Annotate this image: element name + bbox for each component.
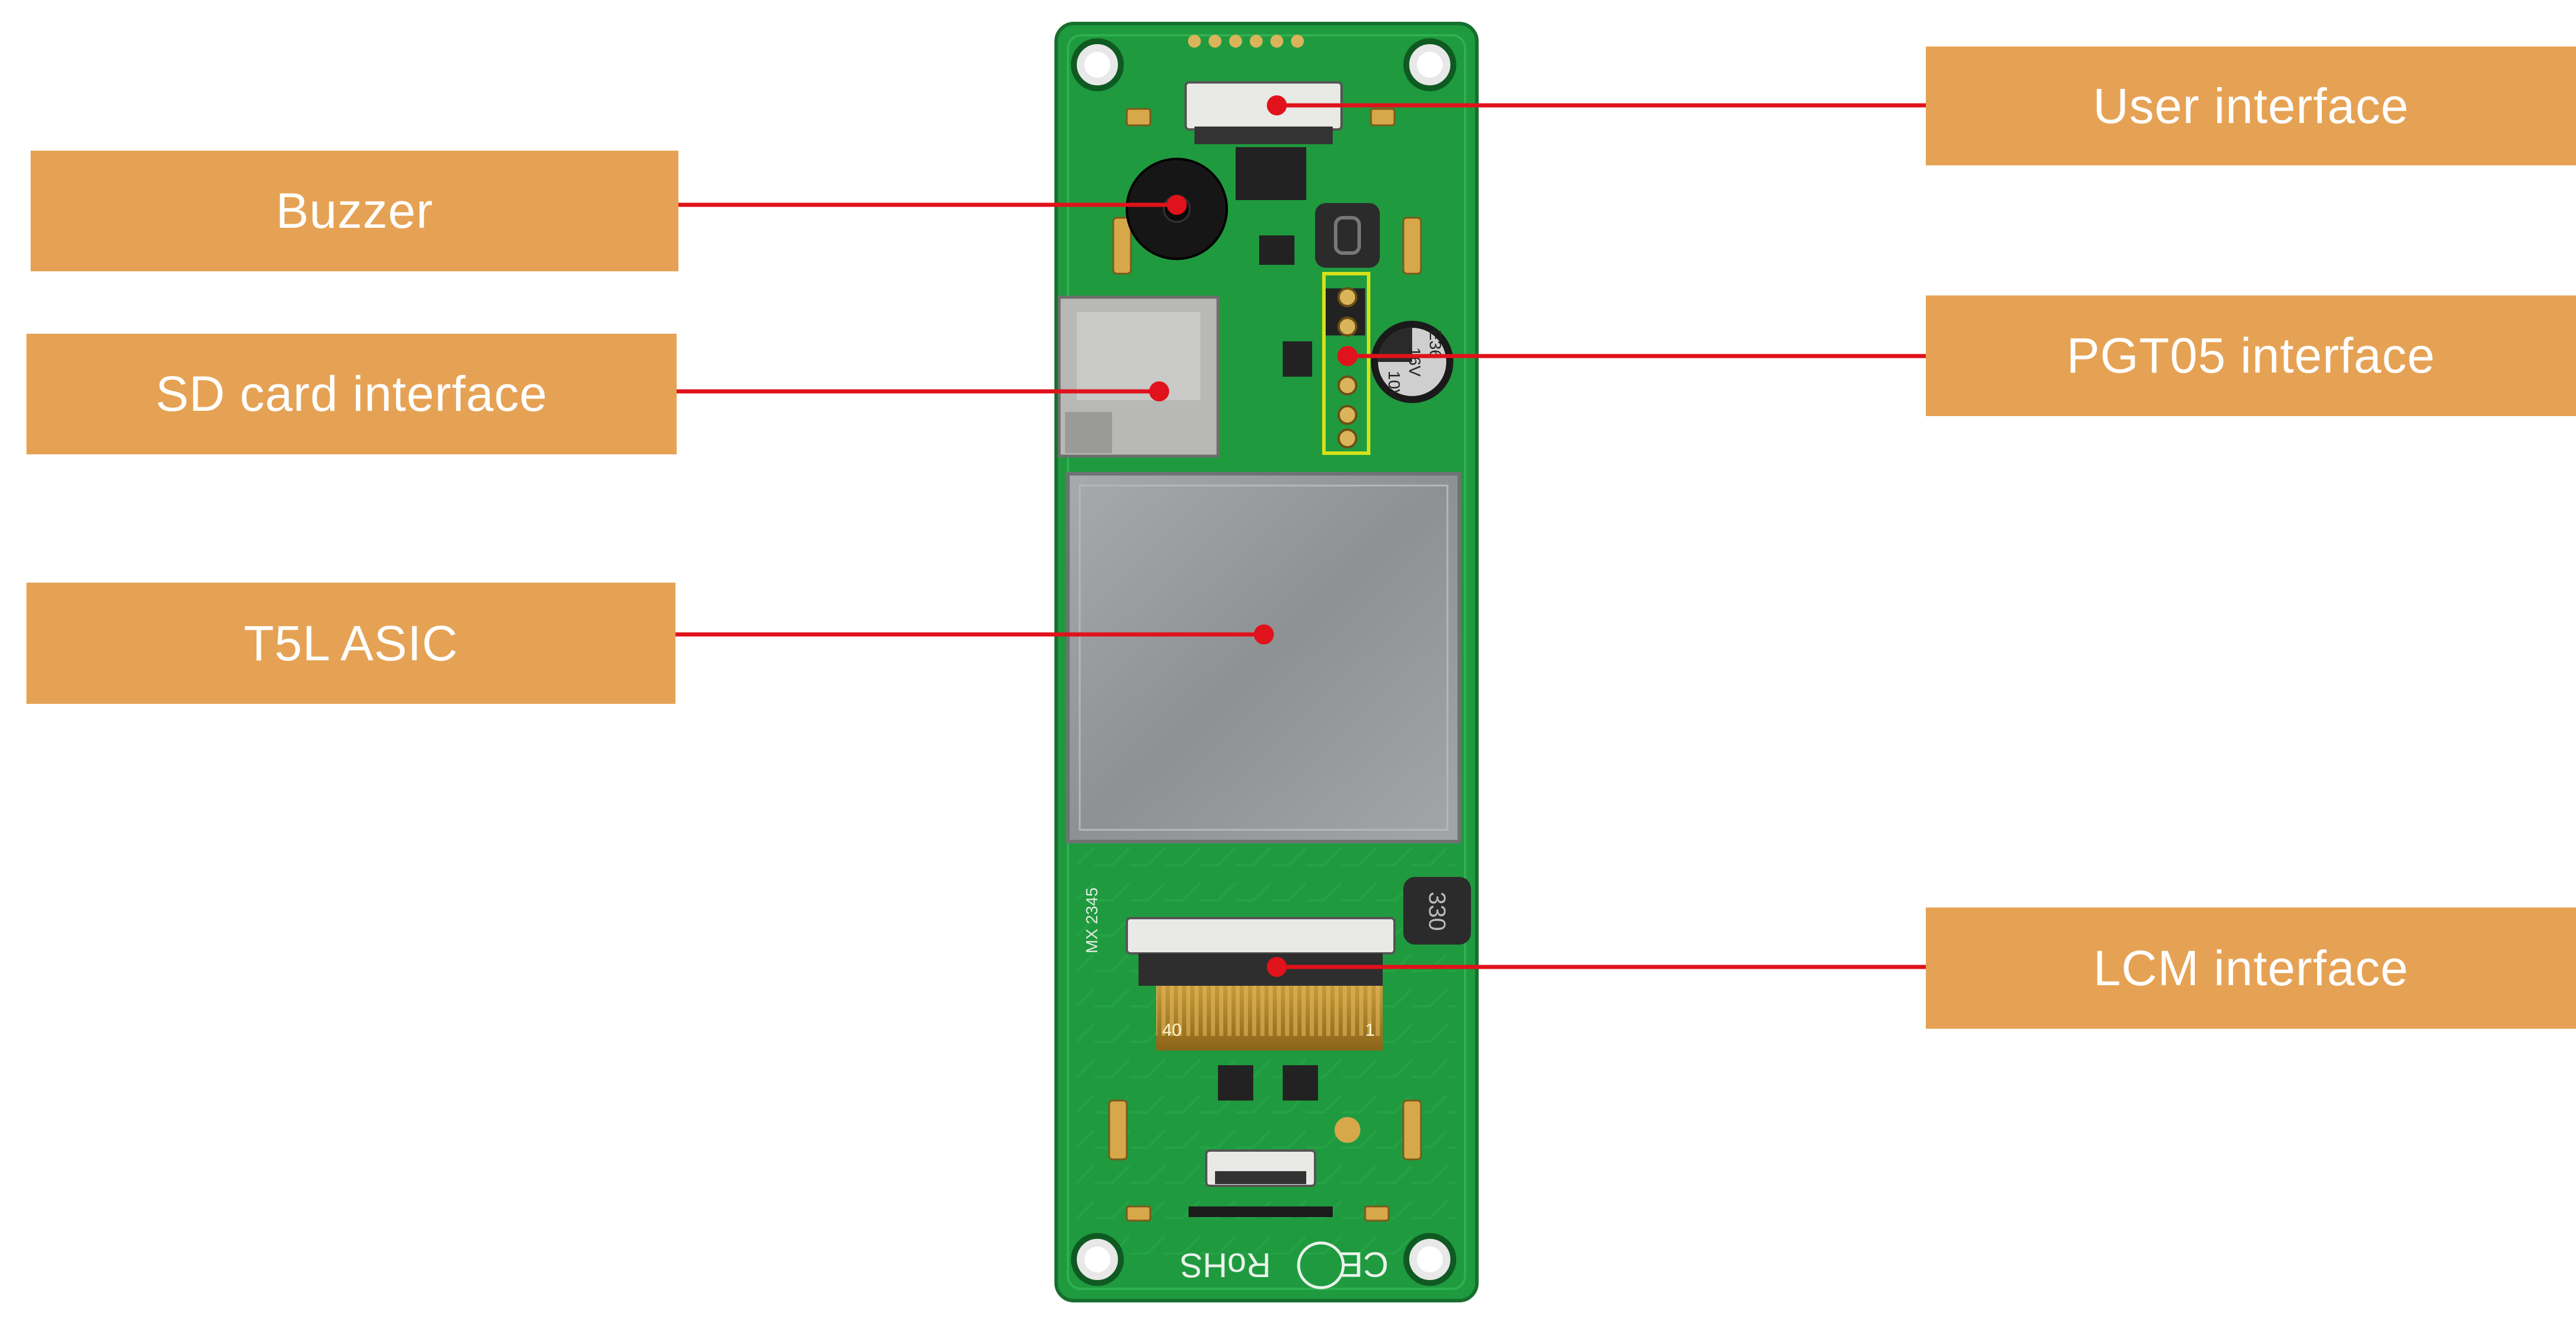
electrolytic-capacitor: 10V 16V E36 bbox=[1371, 321, 1453, 403]
callout-user-interface: User interface bbox=[1926, 46, 2576, 165]
bottom-connector bbox=[1205, 1149, 1316, 1187]
capacitor-text-1: 10V bbox=[1385, 371, 1403, 400]
leader-lines bbox=[675, 103, 1926, 969]
callout-buzzer: Buzzer bbox=[31, 151, 678, 271]
part-code: MX 2345 bbox=[1083, 887, 1101, 953]
t5l-asic-shield bbox=[1066, 472, 1461, 843]
mounting-holes bbox=[1071, 38, 1456, 1286]
pin-mark-1: 1 bbox=[1365, 1020, 1375, 1040]
callout-pgt05-interface: PGT05 interface bbox=[1926, 295, 2576, 416]
callout-lcm-interface: LCM interface bbox=[1926, 908, 2576, 1029]
pin-mark-40: 40 bbox=[1162, 1020, 1182, 1040]
top-pin-row bbox=[1188, 35, 1304, 48]
pgt05-header bbox=[1322, 272, 1370, 455]
lcm-connector: 40 1 bbox=[1126, 917, 1396, 1051]
ce-mark: CE bbox=[1340, 1245, 1389, 1284]
capacitor-text-2: 16V bbox=[1406, 347, 1424, 377]
callout-sd-card-interface: SD card interface bbox=[26, 334, 677, 454]
inductor-code: 330 bbox=[1424, 892, 1450, 931]
rohs-mark: RoHS bbox=[1180, 1246, 1271, 1284]
inductor-top bbox=[1315, 203, 1380, 268]
sd-card-slot bbox=[1057, 295, 1220, 458]
leader-dots bbox=[1149, 95, 1357, 977]
certification-marks: RoHS CE bbox=[1180, 1241, 1389, 1289]
user-interface-connector bbox=[1184, 81, 1343, 200]
inductor-bottom: 330 bbox=[1403, 877, 1471, 945]
callout-t5l-asic: T5L ASIC bbox=[26, 583, 675, 704]
